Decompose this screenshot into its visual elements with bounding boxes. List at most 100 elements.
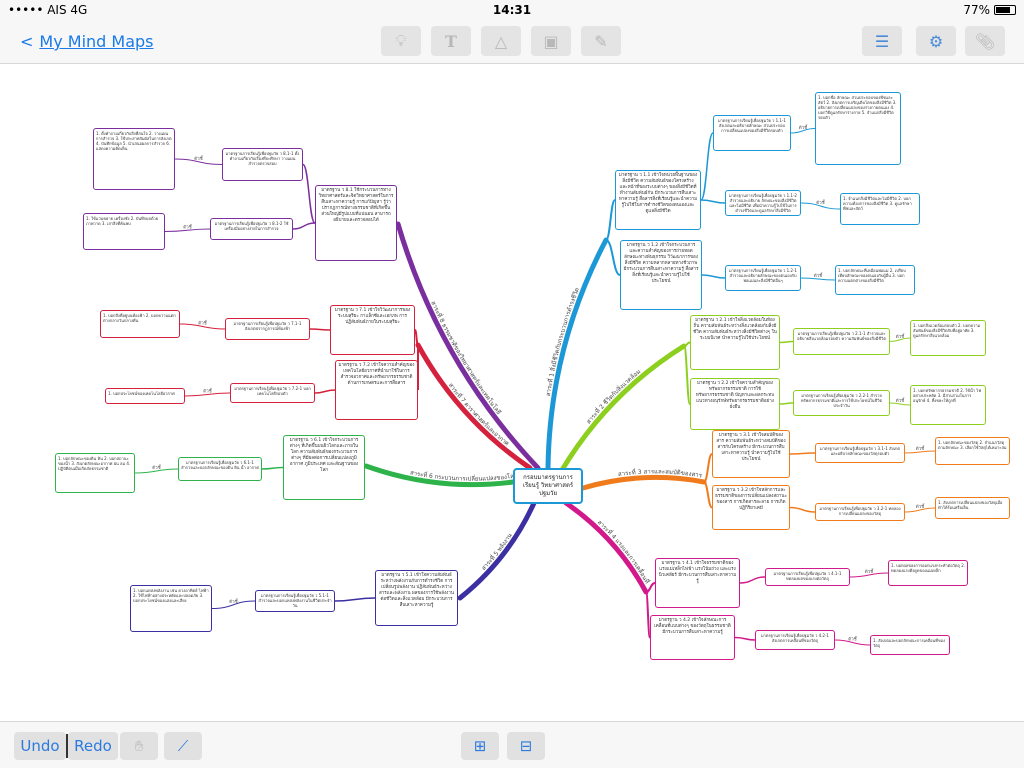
connector-label: ตัวชี้ [865, 568, 875, 575]
branch-connector [396, 222, 399, 225]
divider [66, 734, 68, 758]
branch-label[interactable]: สาระที่ 8 ธรรมชาติของวิทยาศาสตร์และเทคโน… [429, 300, 503, 416]
sub-standard-node[interactable]: มาตรฐานการเรียนรู้เพื่อปฐมวัย ว 2.2-1 สำ… [793, 390, 890, 416]
standard-node[interactable]: มาตรฐาน ว 2.1 เข้าใจสิ่งแวดล้อมในท้องถิ่… [690, 315, 780, 370]
back-to-my-mind-maps-link[interactable]: <My Mind Maps [20, 32, 154, 51]
indicator-node[interactable]: 1. บอกลักษณะของดิน หิน 2. บอกสถานะของน้ำ… [55, 453, 135, 493]
sub-standard-node[interactable]: มาตรฐานการเรียนรู้เพื่อปฐมวัย ว 5.1-1 สำ… [255, 590, 335, 612]
sub-standard-node[interactable]: มาตรฐานการเรียนรู้เพื่อปฐมวัย ว 8.1-1 ตั… [222, 148, 303, 181]
standard-node[interactable]: มาตรฐาน ว 4.2 เข้าใจลักษณะการเคลื่อนที่แ… [650, 615, 735, 660]
connector-label: ตัวชี้ [203, 388, 213, 395]
indicator-node[interactable]: 1. บอกผลของการออกแรงกระทำต่อวัตถุ 2. ทดล… [888, 560, 968, 586]
standard-node[interactable]: มาตรฐาน ว 8.1 ใช้กระบวนการทางวิทยาศาสตร์… [315, 185, 397, 261]
branch-label-text: สาระที่ 6 กระบวนการเปลี่ยนแปลงของโลก [0, 65, 514, 483]
standard-node[interactable]: มาตรฐาน ว 7.1 เข้าใจวิวัฒนาการของระบบสุร… [330, 305, 415, 355]
branch-label[interactable]: สาระที่ 2 ชีวิตกับสิ่งแวดล้อม [585, 368, 642, 425]
standard-node[interactable]: มาตรฐาน ว 3.1 เข้าใจสมบัติของสาร ความสัม… [712, 430, 790, 478]
indicator-node[interactable]: 1. สังเกตและบอกลักษณะการเคลื่อนที่ของวัต… [870, 635, 950, 655]
style-icon[interactable]: ⚙ [916, 26, 956, 56]
branch-connector [645, 591, 651, 639]
add-sibling-node-icon[interactable]: ⊟ [507, 732, 545, 760]
node-connector [800, 202, 841, 210]
sub-standard-node[interactable]: มาตรฐานการเรียนรู้เพื่อปฐมวัย ว 1.1-2 สำ… [725, 190, 801, 216]
sub-standard-node[interactable]: มาตรฐานการเรียนรู้เพื่อปฐมวัย ว 3.1-1 สั… [815, 443, 905, 463]
indicator-node[interactable]: 1. บอกประโยชน์ของเทคโนโลยีอวกาศ [105, 388, 185, 404]
connector-label: ตัวชี้ [152, 464, 162, 471]
branch-label[interactable]: สาระที่ 1 สิ่งมีชีวิตกับกระบวนการดำรงชีว… [545, 287, 581, 397]
attachment-icon[interactable]: 📎︎ [965, 26, 1005, 56]
node-connector [739, 576, 766, 584]
indicator-node[interactable]: 1. สังเกตการเปลี่ยนแปลงของวัสดุเมื่อทำให… [935, 497, 1010, 519]
eraser-icon[interactable]: ✋︎ [120, 732, 158, 760]
sub-standard-node[interactable]: มาตรฐานการเรียนรู้เพื่อปฐมวัย ว 3.2-1 ทด… [815, 503, 905, 521]
connector-icon[interactable]: ⟋ [164, 732, 202, 760]
sub-standard-node[interactable]: มาตรฐานการเรียนรู้เพื่อปฐมวัย ว 4.2-1 สั… [755, 630, 835, 650]
pencil-icon[interactable]: ✎ [581, 26, 621, 56]
branch-label-text: สาระที่ 2 ชีวิตกับสิ่งแวดล้อม [585, 368, 642, 425]
lightbulb-icon[interactable]: 💡︎ [381, 26, 421, 56]
redo-button[interactable]: Redo [68, 732, 118, 760]
branch-label-path [566, 503, 646, 592]
node-connector [164, 228, 211, 232]
node-connector [302, 163, 316, 224]
branch-line [580, 474, 707, 491]
indicator-node[interactable]: 1. บอกแหล่งพลังงาน เช่น ดวงอาทิตย์ ไฟฟ้า… [130, 585, 212, 632]
standard-node[interactable]: มาตรฐาน ว 3.2 เข้าใจหลักการและธรรมชาติขอ… [712, 485, 790, 530]
branch-label-text: สาระที่ 3 สารและสมบัติของสาร [618, 468, 704, 479]
indicator-node[interactable]: 1. บอกสิ่งที่อยู่บนท้องฟ้า 2. บอกความแตก… [100, 310, 180, 338]
indicator-node[interactable]: 1. จำแนกสิ่งมีชีวิตและไม่มีชีวิต 2. บอกค… [840, 193, 920, 225]
outline-icon[interactable]: ☰ [862, 26, 902, 56]
indicator-node[interactable]: 1. บอกทรัพยากรธรรมชาติ 2. ใช้น้ำ ไฟอย่าง… [910, 385, 986, 425]
indicator-node[interactable]: 1. บอกสิ่งแวดล้อมรอบตัว 2. บอกความสัมพัน… [910, 320, 986, 356]
sub-standard-node[interactable]: มาตรฐานการเรียนรู้เพื่อปฐมวัย ว 4.1-1 ทด… [765, 568, 850, 586]
branch-label[interactable]: สาระที่ 6 กระบวนการเปลี่ยนแปลงของโลก [0, 65, 514, 483]
connector-label: ตัวชี้ [814, 272, 824, 279]
sub-standard-node[interactable]: มาตรฐานการเรียนรู้เพื่อปฐมวัย ว 8.1-2 ใช… [210, 218, 293, 240]
connector-label: ตัวชี้ [896, 397, 906, 404]
sub-standard-node[interactable]: มาตรฐานการเรียนรู้เพื่อปฐมวัย ว 6.1-1 สำ… [178, 457, 262, 481]
node-connector [800, 277, 836, 281]
branch-label-text: สาระที่ 1 สิ่งมีชีวิตกับกระบวนการดำรงชีว… [545, 287, 581, 397]
undo-button[interactable]: Undo [14, 732, 66, 760]
indicator-node[interactable]: 1. บอกลักษณะของวัสดุ 2. จำแนกวัสดุตามลัก… [935, 437, 1010, 465]
node-connector [779, 340, 794, 344]
central-topic-node[interactable]: กรอบมาตรฐานการเรียนรู้ วิทยาศาสตร์ปฐมวัย [513, 468, 583, 504]
branch-line [563, 500, 649, 595]
connector-label: ตัวชี้ [896, 333, 906, 340]
branch-line [415, 342, 533, 471]
node-connector [700, 199, 726, 204]
sub-standard-node[interactable]: มาตรฐานการเรียนรู้เพื่อปฐมวัย ว 1.2-1 สำ… [725, 265, 801, 291]
mind-map-connections: สาระที่ 1 สิ่งมีชีวิตกับกระบวนการดำรงชีว… [0, 65, 936, 646]
shapes-icon[interactable]: △ [481, 26, 521, 56]
branch-connector [703, 453, 713, 483]
node-connector [314, 389, 336, 394]
standard-node[interactable]: มาตรฐาน ว 1.1 เข้าใจหน่วยพื้นฐานของสิ่งม… [615, 170, 701, 230]
node-connector [779, 402, 794, 405]
node-connector [790, 128, 816, 134]
branch-label[interactable]: สาระที่ 4 แรงและการเคลื่อนที่ [596, 519, 652, 585]
branch-label[interactable]: สาระที่ 5 พลังงาน [480, 532, 513, 572]
standard-node[interactable]: มาตรฐาน ว 7.2 เข้าใจความสำคัญของเทคโนโลย… [335, 360, 418, 420]
connector-label: ตัวชี้ [916, 445, 926, 452]
add-child-node-icon[interactable]: ⊞ [461, 732, 499, 760]
node-connector [734, 636, 756, 641]
branch-label[interactable]: สาระที่ 3 สารและสมบัติของสาร [618, 468, 704, 479]
indicator-node[interactable]: 1. บอกชื่อ ลักษณะ ส่วนประกอบของพืชและสัต… [815, 92, 901, 165]
sub-standard-node[interactable]: มาตรฐานการเรียนรู้เพื่อปฐมวัย ว 7.2-1 บอ… [230, 383, 315, 403]
battery-icon [994, 5, 1016, 15]
standard-node[interactable]: มาตรฐาน ว 6.1 เข้าใจกระบวนการต่างๆ ที่เก… [283, 435, 365, 500]
standard-node[interactable]: มาตรฐาน ว 2.2 เข้าใจความสำคัญของทรัพยากร… [690, 378, 780, 430]
sub-standard-node[interactable]: มาตรฐานการเรียนรู้เพื่อปฐมวัย ว 2.1-1 สำ… [793, 328, 890, 355]
sub-standard-node[interactable]: มาตรฐานการเรียนรู้เพื่อปฐมวัย ว 7.1-1 สั… [225, 318, 310, 340]
indicator-node[interactable]: 1. ใช้แว่นขยาย เครื่องชั่ง 2. บันทึกผลด้… [83, 213, 165, 250]
standard-node[interactable]: มาตรฐาน ว 5.1 เข้าใจความสัมพันธ์ระหว่างพ… [375, 570, 458, 626]
image-icon[interactable]: ▣ [531, 26, 571, 56]
indicator-node[interactable]: 1. บอกลักษณะที่เหมือนพ่อแม่ 2. เปรียบเที… [835, 265, 915, 295]
branch-connector [645, 582, 656, 593]
text-icon[interactable]: T [431, 26, 471, 56]
indicator-node[interactable]: 1. ตั้งคำถามเกี่ยวกับสิ่งที่สนใจ 2. วางแ… [93, 128, 175, 190]
sub-standard-node[interactable]: มาตรฐานการเรียนรู้เพื่อปฐมวัย ว 1.1-1 สั… [713, 115, 791, 151]
standard-node[interactable]: มาตรฐาน ว 4.1 เข้าใจธรรมชาติของแรงแม่เหล… [655, 558, 740, 608]
mind-map-canvas[interactable]: สาระที่ 1 สิ่งมีชีวิตกับกระบวนการดำรงชีว… [0, 65, 1024, 721]
standard-node[interactable]: มาตรฐาน ว 1.2 เข้าใจกระบวนการและความสำคั… [620, 240, 702, 310]
